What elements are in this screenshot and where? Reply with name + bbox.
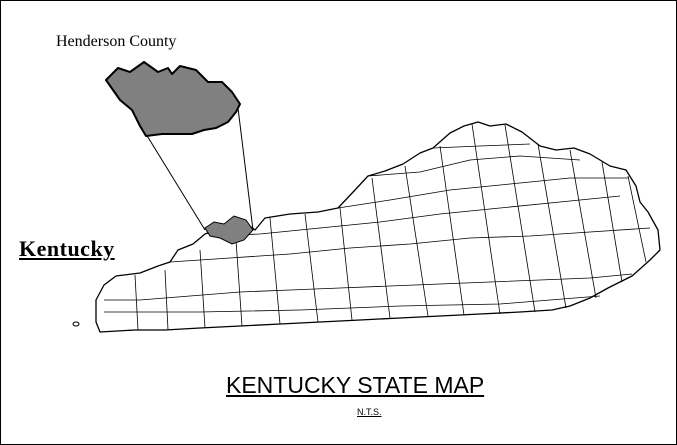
map-title: KENTUCKY STATE MAP [226,372,485,398]
river-islet [72,321,80,327]
county-boundaries [104,123,651,331]
scale-note: N.T.S. [357,407,382,417]
henderson-county-inset [105,61,241,137]
inset-connector-line [145,133,206,231]
state-label: Kentucky [19,236,115,261]
county-label: Henderson County [56,33,177,50]
inset-connector-line [237,107,254,231]
